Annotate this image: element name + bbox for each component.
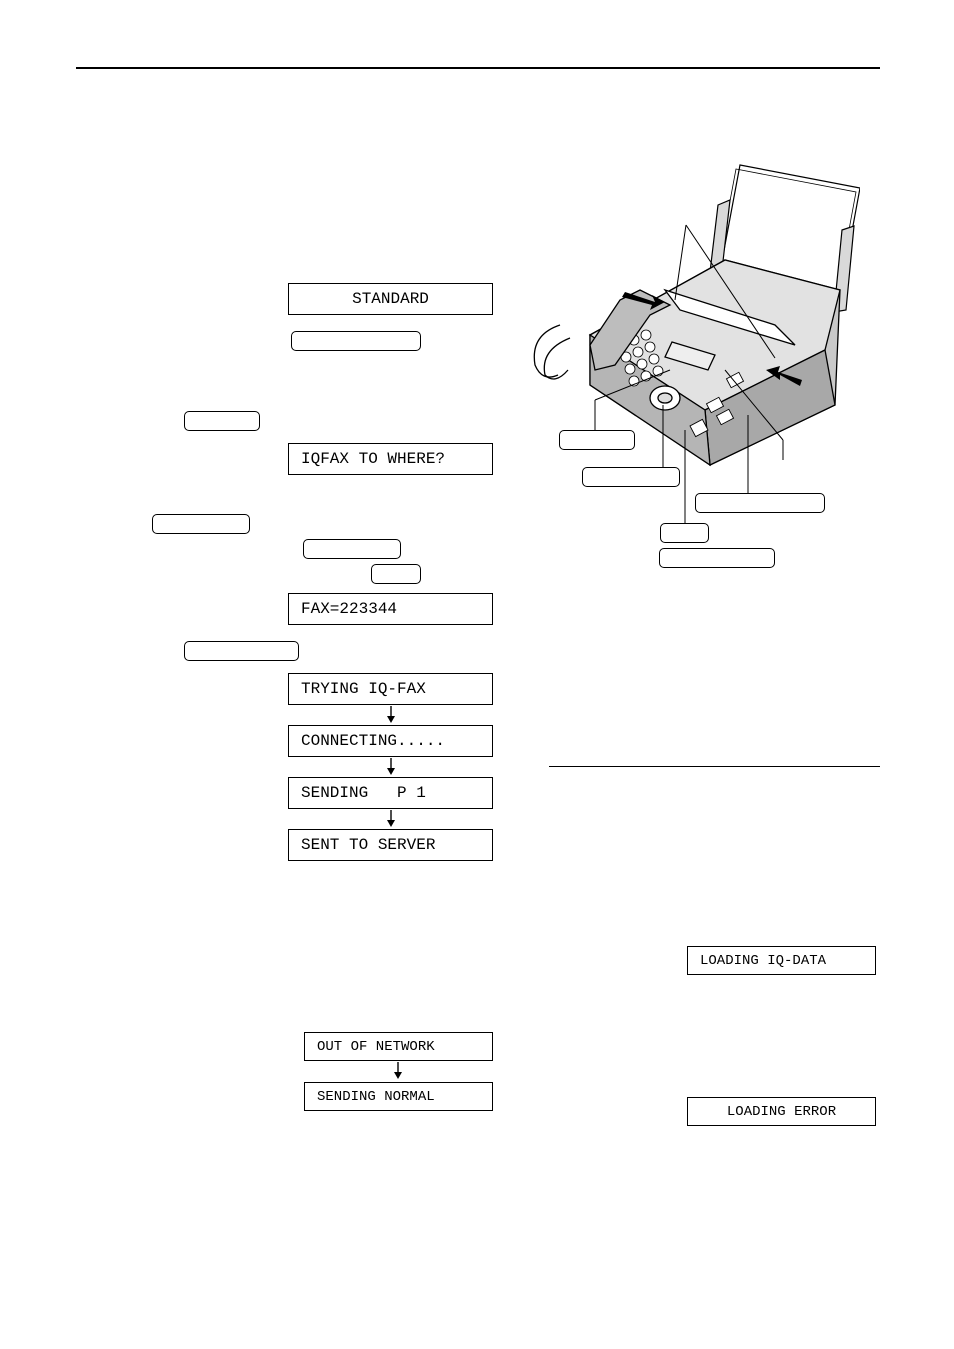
set-button[interactable] xyxy=(371,564,421,584)
lcd-sent-to-server: SENT TO SERVER xyxy=(288,829,493,861)
lcd-sending-p1: SENDING P 1 xyxy=(288,777,493,809)
section-rule xyxy=(549,766,880,767)
navigator-button[interactable] xyxy=(303,539,401,559)
callout-label-set xyxy=(660,523,709,543)
lcd-connecting: CONNECTING..... xyxy=(288,725,493,757)
callout-label-fax-start xyxy=(695,493,825,513)
down-arrow-icon xyxy=(394,1062,402,1079)
fax-start-button[interactable] xyxy=(184,641,299,661)
down-arrow-icon xyxy=(387,758,395,775)
lcd-loading-iq-data: LOADING IQ-DATA xyxy=(687,946,876,975)
callout-label-navigator xyxy=(582,467,680,487)
lcd-trying-iq-fax: TRYING IQ-FAX xyxy=(288,673,493,705)
lcd-standard: STANDARD xyxy=(288,283,493,315)
header-rule xyxy=(76,67,880,69)
lcd-iqfax-to-where: IQFAX TO WHERE? xyxy=(288,443,493,475)
document-guide-arrows xyxy=(622,292,802,386)
iqfax-button[interactable] xyxy=(184,411,260,431)
callout-label-display xyxy=(559,430,635,450)
callout-label-iqfax xyxy=(659,548,775,568)
fax-machine-illustration xyxy=(533,164,860,523)
lcd-out-of-network: OUT OF NETWORK xyxy=(304,1032,493,1061)
dial-keypad-button[interactable] xyxy=(152,514,250,534)
lcd-loading-error: LOADING ERROR xyxy=(687,1097,876,1126)
lcd-sending-normal: SENDING NORMAL xyxy=(304,1082,493,1111)
lcd-fax-number: FAX=223344 xyxy=(288,593,493,625)
callout-lines xyxy=(594,224,784,523)
down-arrow-icon xyxy=(387,810,395,827)
down-arrow-icon xyxy=(387,706,395,723)
resolution-button[interactable] xyxy=(291,331,421,351)
